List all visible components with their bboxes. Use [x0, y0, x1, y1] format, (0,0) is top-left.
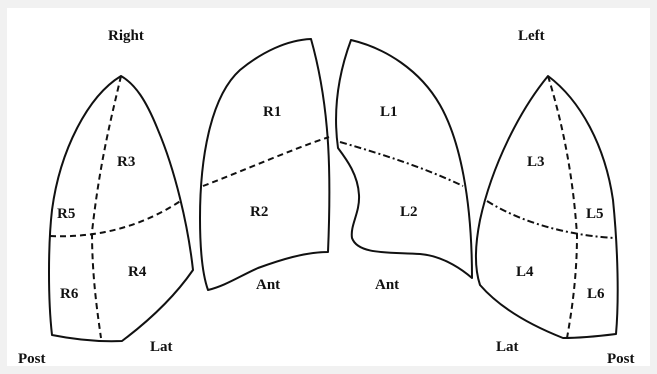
segment-r4: R4 — [128, 264, 147, 280]
orientation-lat-left: Lat — [150, 339, 173, 355]
right-anterior-lung — [200, 39, 329, 290]
right-anterior-fissure — [203, 137, 329, 186]
right-side-header: Right — [108, 28, 144, 44]
segment-r1: R1 — [263, 104, 281, 120]
left-anterior-fissure — [340, 142, 463, 186]
left-anterior-lung-outline — [336, 40, 472, 278]
left-vertical-fissure — [548, 76, 577, 338]
orientation-ant-left-lung: Ant — [375, 277, 399, 293]
segment-l5: L5 — [586, 206, 604, 222]
right-vertical-fissure — [92, 76, 121, 338]
right-anterior-lung-outline — [200, 39, 329, 290]
segment-l2: L2 — [400, 204, 418, 220]
segment-r5: R5 — [57, 206, 75, 222]
left-anterior-lung — [336, 40, 472, 278]
segment-r2: R2 — [250, 204, 268, 220]
orientation-lat-right: Lat — [496, 339, 519, 355]
segment-l4: L4 — [516, 264, 534, 280]
segment-l3: L3 — [527, 154, 545, 170]
segment-r6: R6 — [60, 286, 79, 302]
orientation-ant-right-lung: Ant — [256, 277, 280, 293]
orientation-post-right: Post — [607, 351, 635, 367]
left-side-header: Left — [518, 28, 545, 44]
segment-l1: L1 — [380, 104, 398, 120]
orientation-post-left: Post — [18, 351, 46, 367]
segment-r3: R3 — [117, 154, 135, 170]
segment-l6: L6 — [587, 286, 605, 302]
